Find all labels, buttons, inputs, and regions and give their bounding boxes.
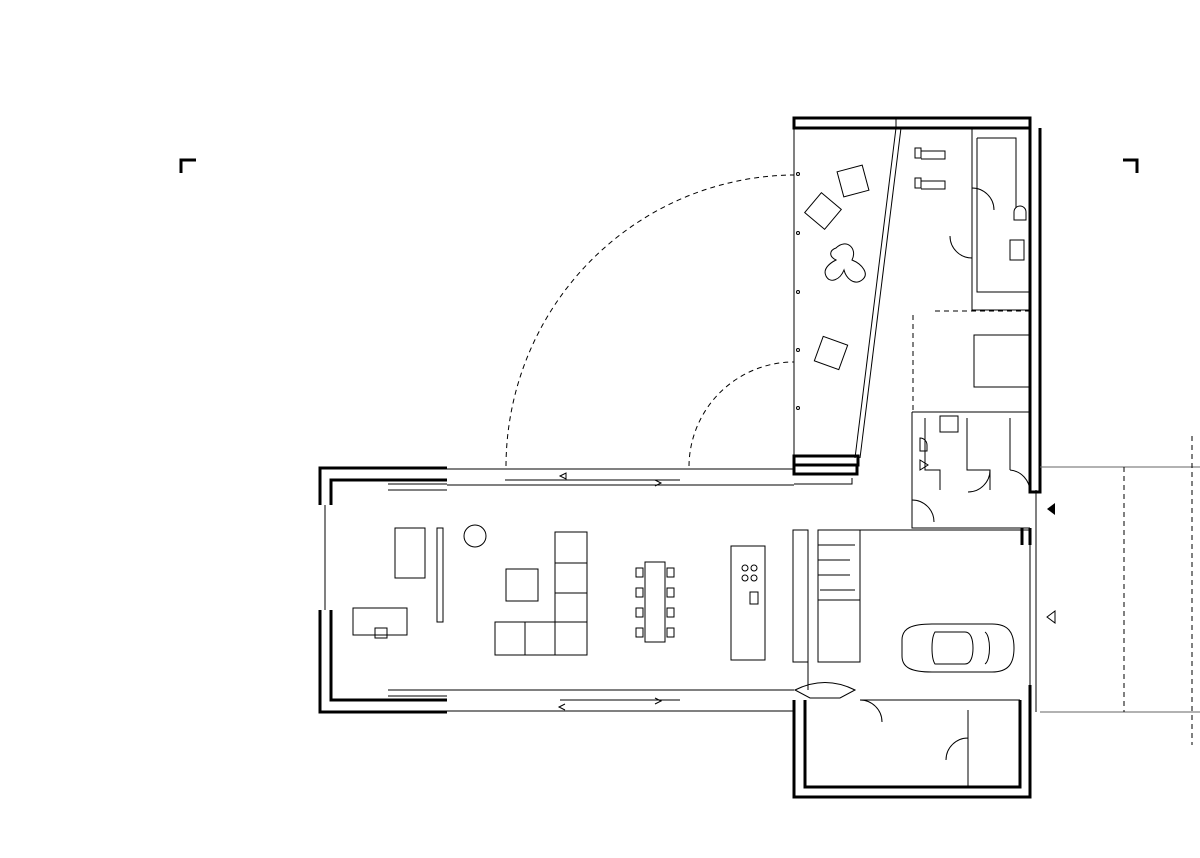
north-wing: [792, 116, 1042, 529]
garage-wing: [792, 528, 1032, 799]
sofa: [494, 531, 588, 656]
crop-mark-top-right: [1123, 158, 1139, 173]
dining-table: [644, 561, 666, 643]
entrance-arrow-outline: [1046, 610, 1056, 624]
bed: [973, 334, 1031, 388]
desk: [394, 527, 426, 579]
round-chair: [463, 524, 487, 548]
entrance-arrow-filled: [1047, 503, 1055, 515]
crop-mark-top-left: [179, 158, 196, 173]
chair: [836, 164, 870, 198]
car: [901, 623, 1015, 673]
chair: [803, 191, 843, 231]
large-arc: [505, 174, 795, 467]
coffee-table: [505, 568, 539, 602]
small-arc: [688, 361, 795, 467]
chair: [813, 335, 849, 371]
driveway: [1035, 436, 1200, 745]
shelf: [436, 527, 444, 623]
work-table: [352, 607, 408, 636]
sink: [914, 147, 946, 190]
living-wing: [318, 466, 1030, 714]
kitchen-island: [730, 545, 766, 661]
trefoil-table: [824, 243, 866, 283]
